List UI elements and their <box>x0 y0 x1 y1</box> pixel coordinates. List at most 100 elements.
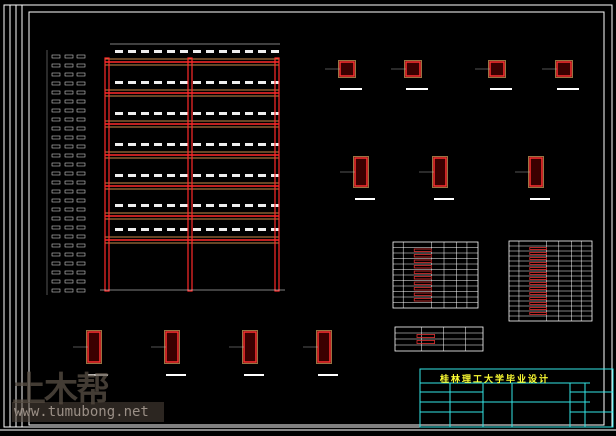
rebar-mark <box>64 90 74 95</box>
rebar-mark <box>64 117 74 122</box>
rebar-mark <box>76 189 86 194</box>
dimension-text <box>258 50 266 53</box>
rebar-mark <box>51 54 61 59</box>
dimension-text <box>128 112 136 115</box>
section-label <box>434 198 454 200</box>
dimension-text <box>206 50 214 53</box>
rebar-mark <box>76 279 86 284</box>
rebar-mark <box>76 288 86 293</box>
dimension-text <box>115 143 123 146</box>
dimension-text <box>206 112 214 115</box>
rebar-mark <box>76 216 86 221</box>
rebar-mark <box>76 225 86 230</box>
rebar-shape <box>413 287 432 291</box>
dimension-text <box>180 228 188 231</box>
dimension-text <box>232 112 240 115</box>
dimension-text <box>115 174 123 177</box>
section-details <box>73 60 579 376</box>
section-label <box>406 88 428 90</box>
watermark-url: www.tumubong.net <box>12 402 164 422</box>
dimension-text <box>167 228 175 231</box>
dimension-text <box>167 50 175 53</box>
rebar-shape <box>416 340 436 344</box>
rebar-mark <box>51 90 61 95</box>
dimension-text <box>258 143 266 146</box>
rebar-mark <box>64 171 74 176</box>
dimension-text <box>154 112 162 115</box>
dimension-text <box>206 228 214 231</box>
dimension-text <box>128 143 136 146</box>
dimension-text <box>245 50 253 53</box>
rebar-shape <box>529 297 547 300</box>
dimension-text <box>206 143 214 146</box>
rebar-shape <box>529 272 547 275</box>
dimension-text <box>115 112 123 115</box>
rebar-mark <box>51 144 61 149</box>
dimension-text <box>232 143 240 146</box>
dimension-text <box>245 81 253 84</box>
column <box>274 57 280 292</box>
rebar-mark <box>51 261 61 266</box>
rebar-mark <box>76 171 86 176</box>
rebar-mark <box>51 216 61 221</box>
rebar-shape <box>413 292 432 296</box>
rebar-mark <box>64 162 74 167</box>
dimension-text <box>167 112 175 115</box>
rebar-mark <box>51 189 61 194</box>
rebar-mark <box>51 63 61 68</box>
dimension-text <box>232 50 240 53</box>
dimension-text <box>115 204 123 207</box>
section-label <box>88 374 108 376</box>
rebar-mark <box>64 279 74 284</box>
rebar-mark <box>51 198 61 203</box>
rebar-mark <box>76 108 86 113</box>
dimension-text <box>232 204 240 207</box>
rebar-mark <box>76 180 86 185</box>
rebar-mark <box>51 270 61 275</box>
rebar-shape <box>529 252 547 255</box>
rebar-mark <box>51 99 61 104</box>
rebar-shape <box>529 307 547 310</box>
dimension-text <box>232 228 240 231</box>
dimension-text <box>193 50 201 53</box>
rebar-mark <box>76 72 86 77</box>
rebar-mark <box>64 198 74 203</box>
rebar-mark <box>64 81 74 86</box>
dimension-text <box>206 174 214 177</box>
rebar-mark <box>64 207 74 212</box>
rebar-mark <box>76 234 86 239</box>
dimension-text <box>115 81 123 84</box>
rebar-mark <box>76 261 86 266</box>
dimension-text <box>245 174 253 177</box>
rebar-mark <box>51 108 61 113</box>
dimension-text <box>154 174 162 177</box>
rebar-mark <box>76 54 86 59</box>
section-outline <box>243 331 257 363</box>
dimension-text <box>219 81 227 84</box>
dimension-text <box>167 81 175 84</box>
dimension-text <box>154 143 162 146</box>
rebar-mark <box>64 225 74 230</box>
rebar-mark <box>76 207 86 212</box>
section-label <box>340 88 362 90</box>
dimension-text <box>128 228 136 231</box>
dimension-text <box>180 81 188 84</box>
rebar-mark <box>64 189 74 194</box>
dimension-text <box>180 112 188 115</box>
rebar-mark <box>51 234 61 239</box>
rebar-shape <box>413 259 432 263</box>
section-outline <box>339 61 355 77</box>
rebar-shape <box>529 257 547 260</box>
rebar-mark <box>76 243 86 248</box>
rebar-mark <box>64 135 74 140</box>
rebar-mark <box>64 99 74 104</box>
rebar-shape <box>529 292 547 295</box>
dimension-text <box>141 81 149 84</box>
dimension-text <box>271 50 279 53</box>
rebar-mark <box>51 81 61 86</box>
rebar-mark <box>51 117 61 122</box>
rebar-shape <box>529 312 547 315</box>
rebar-mark <box>64 153 74 158</box>
column <box>104 57 110 292</box>
